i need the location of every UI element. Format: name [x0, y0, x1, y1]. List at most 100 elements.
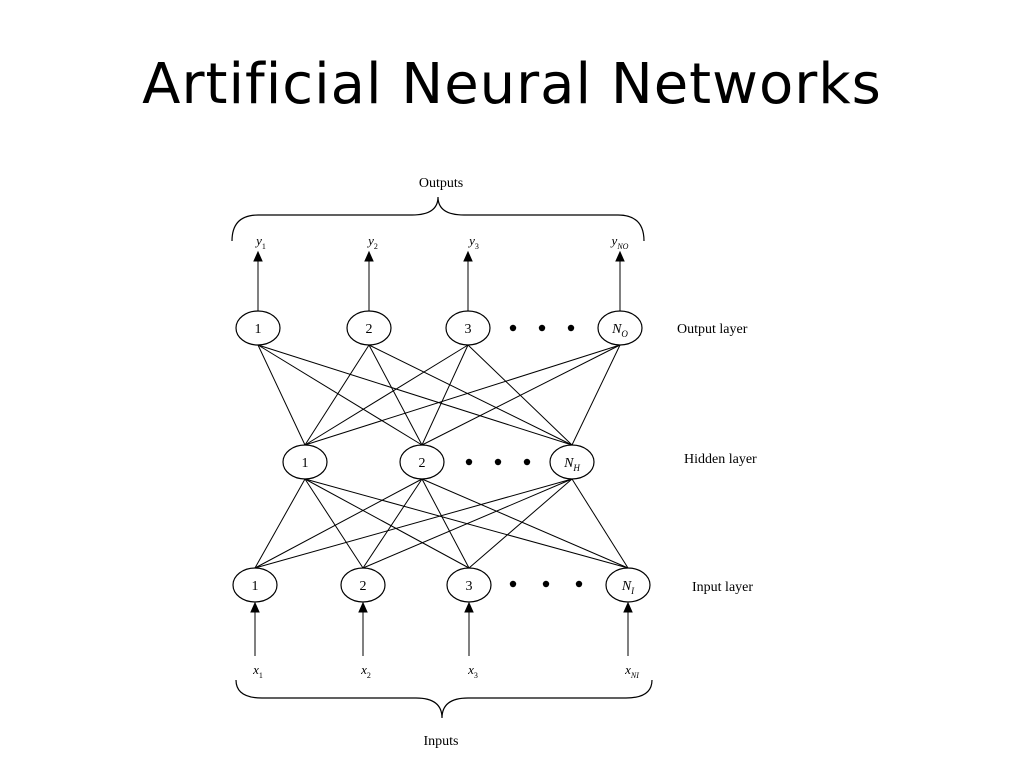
- input-var-2-var: x: [360, 662, 367, 677]
- hidden-node-label-main-2: 2: [419, 456, 426, 471]
- input-var-4-var: x: [624, 662, 631, 677]
- output-var-2: y2: [366, 233, 378, 251]
- output-var-1: y1: [254, 233, 266, 251]
- edge-input-3-hidden-3: [468, 478, 573, 569]
- outputs-brace: [231, 196, 645, 242]
- edge-hidden-3-output-1: [257, 344, 573, 446]
- output-node-label-main-1: 1: [255, 322, 262, 337]
- output-var-3: y3: [467, 233, 479, 251]
- input-arrow-4: [623, 601, 633, 656]
- edge-hidden-1-output-1: [257, 344, 306, 446]
- slide-title: Artificial Neural Networks: [142, 52, 882, 117]
- input-var-2-sub: 2: [367, 671, 371, 680]
- input-var-3-sub: 3: [474, 671, 478, 680]
- hidden-node-label-3: NH: [563, 456, 580, 473]
- output-var-4: yNO: [610, 233, 629, 251]
- input-layer-label: Input layer: [692, 580, 753, 595]
- connections: [254, 344, 629, 569]
- hidden-node-label-1: 1: [302, 456, 309, 471]
- input-node-label-1: 1: [252, 579, 259, 594]
- input-node-3: [446, 567, 492, 603]
- edge-input-4-hidden-3: [571, 478, 629, 569]
- output-node-label-main-4: N: [611, 322, 622, 337]
- edge-input-3-hidden-2: [421, 478, 470, 569]
- output-arrow-1: [253, 250, 263, 311]
- output-node-label-4: NO: [611, 322, 628, 339]
- edge-hidden-2-output-1: [257, 344, 423, 446]
- input-arrow-2: [358, 601, 368, 656]
- output-arrow-2: [364, 250, 374, 311]
- output-var-2-sub: 2: [374, 242, 378, 251]
- output-node-3: [445, 310, 491, 346]
- output-node-label-main-3: 3: [465, 322, 472, 337]
- output-node-4: [597, 310, 643, 346]
- input-node-1: [232, 567, 278, 603]
- input-var-4-sub: NI: [630, 671, 639, 680]
- output-node-2: [346, 310, 392, 346]
- outputs-label: Outputs: [419, 176, 463, 191]
- input-arrow-1: [250, 601, 260, 656]
- input-node-4: [605, 567, 651, 603]
- output-var-4-sub: NO: [616, 242, 628, 251]
- edge-hidden-1-output-4: [304, 344, 621, 446]
- hidden-node-label-sub-3: H: [572, 463, 580, 473]
- input-node-label-2: 2: [360, 579, 367, 594]
- input-node-label-sub-4: I: [630, 586, 635, 596]
- output-var-4-var: y: [610, 233, 618, 248]
- inputs-brace: [235, 679, 653, 719]
- input-node-label-3: 3: [466, 579, 473, 594]
- edge-hidden-2-output-2: [368, 344, 423, 446]
- input-var-3: x3: [467, 662, 478, 680]
- output-node-1: [235, 310, 281, 346]
- input-node-label-main-1: 1: [252, 579, 259, 594]
- edge-input-2-hidden-2: [362, 478, 423, 569]
- input-node-label-main-4: N: [621, 579, 632, 594]
- hidden-node-label-2: 2: [419, 456, 426, 471]
- output-layer-label: Output layer: [677, 322, 748, 337]
- output-node-label-sub-4: O: [621, 329, 628, 339]
- output-layer-ellipsis: [509, 324, 575, 332]
- output-arrow-3: [463, 250, 473, 311]
- output-node-label-2: 2: [366, 322, 373, 337]
- hidden-node-2: [399, 444, 445, 480]
- edge-input-1-hidden-2: [254, 478, 423, 569]
- edge-input-2-hidden-1: [304, 478, 364, 569]
- io-arrows: [250, 250, 633, 656]
- edge-hidden-2-output-4: [421, 344, 621, 446]
- output-var-3-var: y: [467, 233, 475, 248]
- hidden-layer-ellipsis: [465, 458, 531, 466]
- edge-hidden-3-output-4: [571, 344, 621, 446]
- output-var-1-var: y: [254, 233, 262, 248]
- input-node-label-main-2: 2: [360, 579, 367, 594]
- output-node-label-main-2: 2: [366, 322, 373, 337]
- input-node-2: [340, 567, 386, 603]
- edge-hidden-1-output-2: [304, 344, 370, 446]
- hidden-node-1: [282, 444, 328, 480]
- input-var-2: x2: [360, 662, 371, 680]
- hidden-node-label-main-1: 1: [302, 456, 309, 471]
- output-var-1-sub: 1: [262, 242, 266, 251]
- input-node-label-4: NI: [621, 579, 635, 596]
- output-arrow-4: [615, 250, 625, 311]
- input-var-1-sub: 1: [259, 671, 263, 680]
- input-var-1-var: x: [252, 662, 259, 677]
- edge-input-1-hidden-1: [254, 478, 306, 569]
- input-var-3-var: x: [467, 662, 474, 677]
- edge-hidden-3-output-2: [368, 344, 573, 446]
- edge-input-4-hidden-1: [304, 478, 629, 569]
- input-layer-ellipsis: [509, 580, 583, 588]
- output-node-label-3: 3: [465, 322, 472, 337]
- input-var-4: xNI: [624, 662, 639, 680]
- input-node-label-main-3: 3: [466, 579, 473, 594]
- hidden-node-label-main-3: N: [563, 456, 574, 471]
- edge-hidden-1-output-3: [304, 344, 469, 446]
- hidden-layer-label: Hidden layer: [684, 452, 757, 467]
- input-var-1: x1: [252, 662, 263, 680]
- output-var-3-sub: 3: [475, 242, 479, 251]
- edge-input-1-hidden-3: [254, 478, 573, 569]
- output-var-2-var: y: [366, 233, 374, 248]
- edge-input-3-hidden-1: [304, 478, 470, 569]
